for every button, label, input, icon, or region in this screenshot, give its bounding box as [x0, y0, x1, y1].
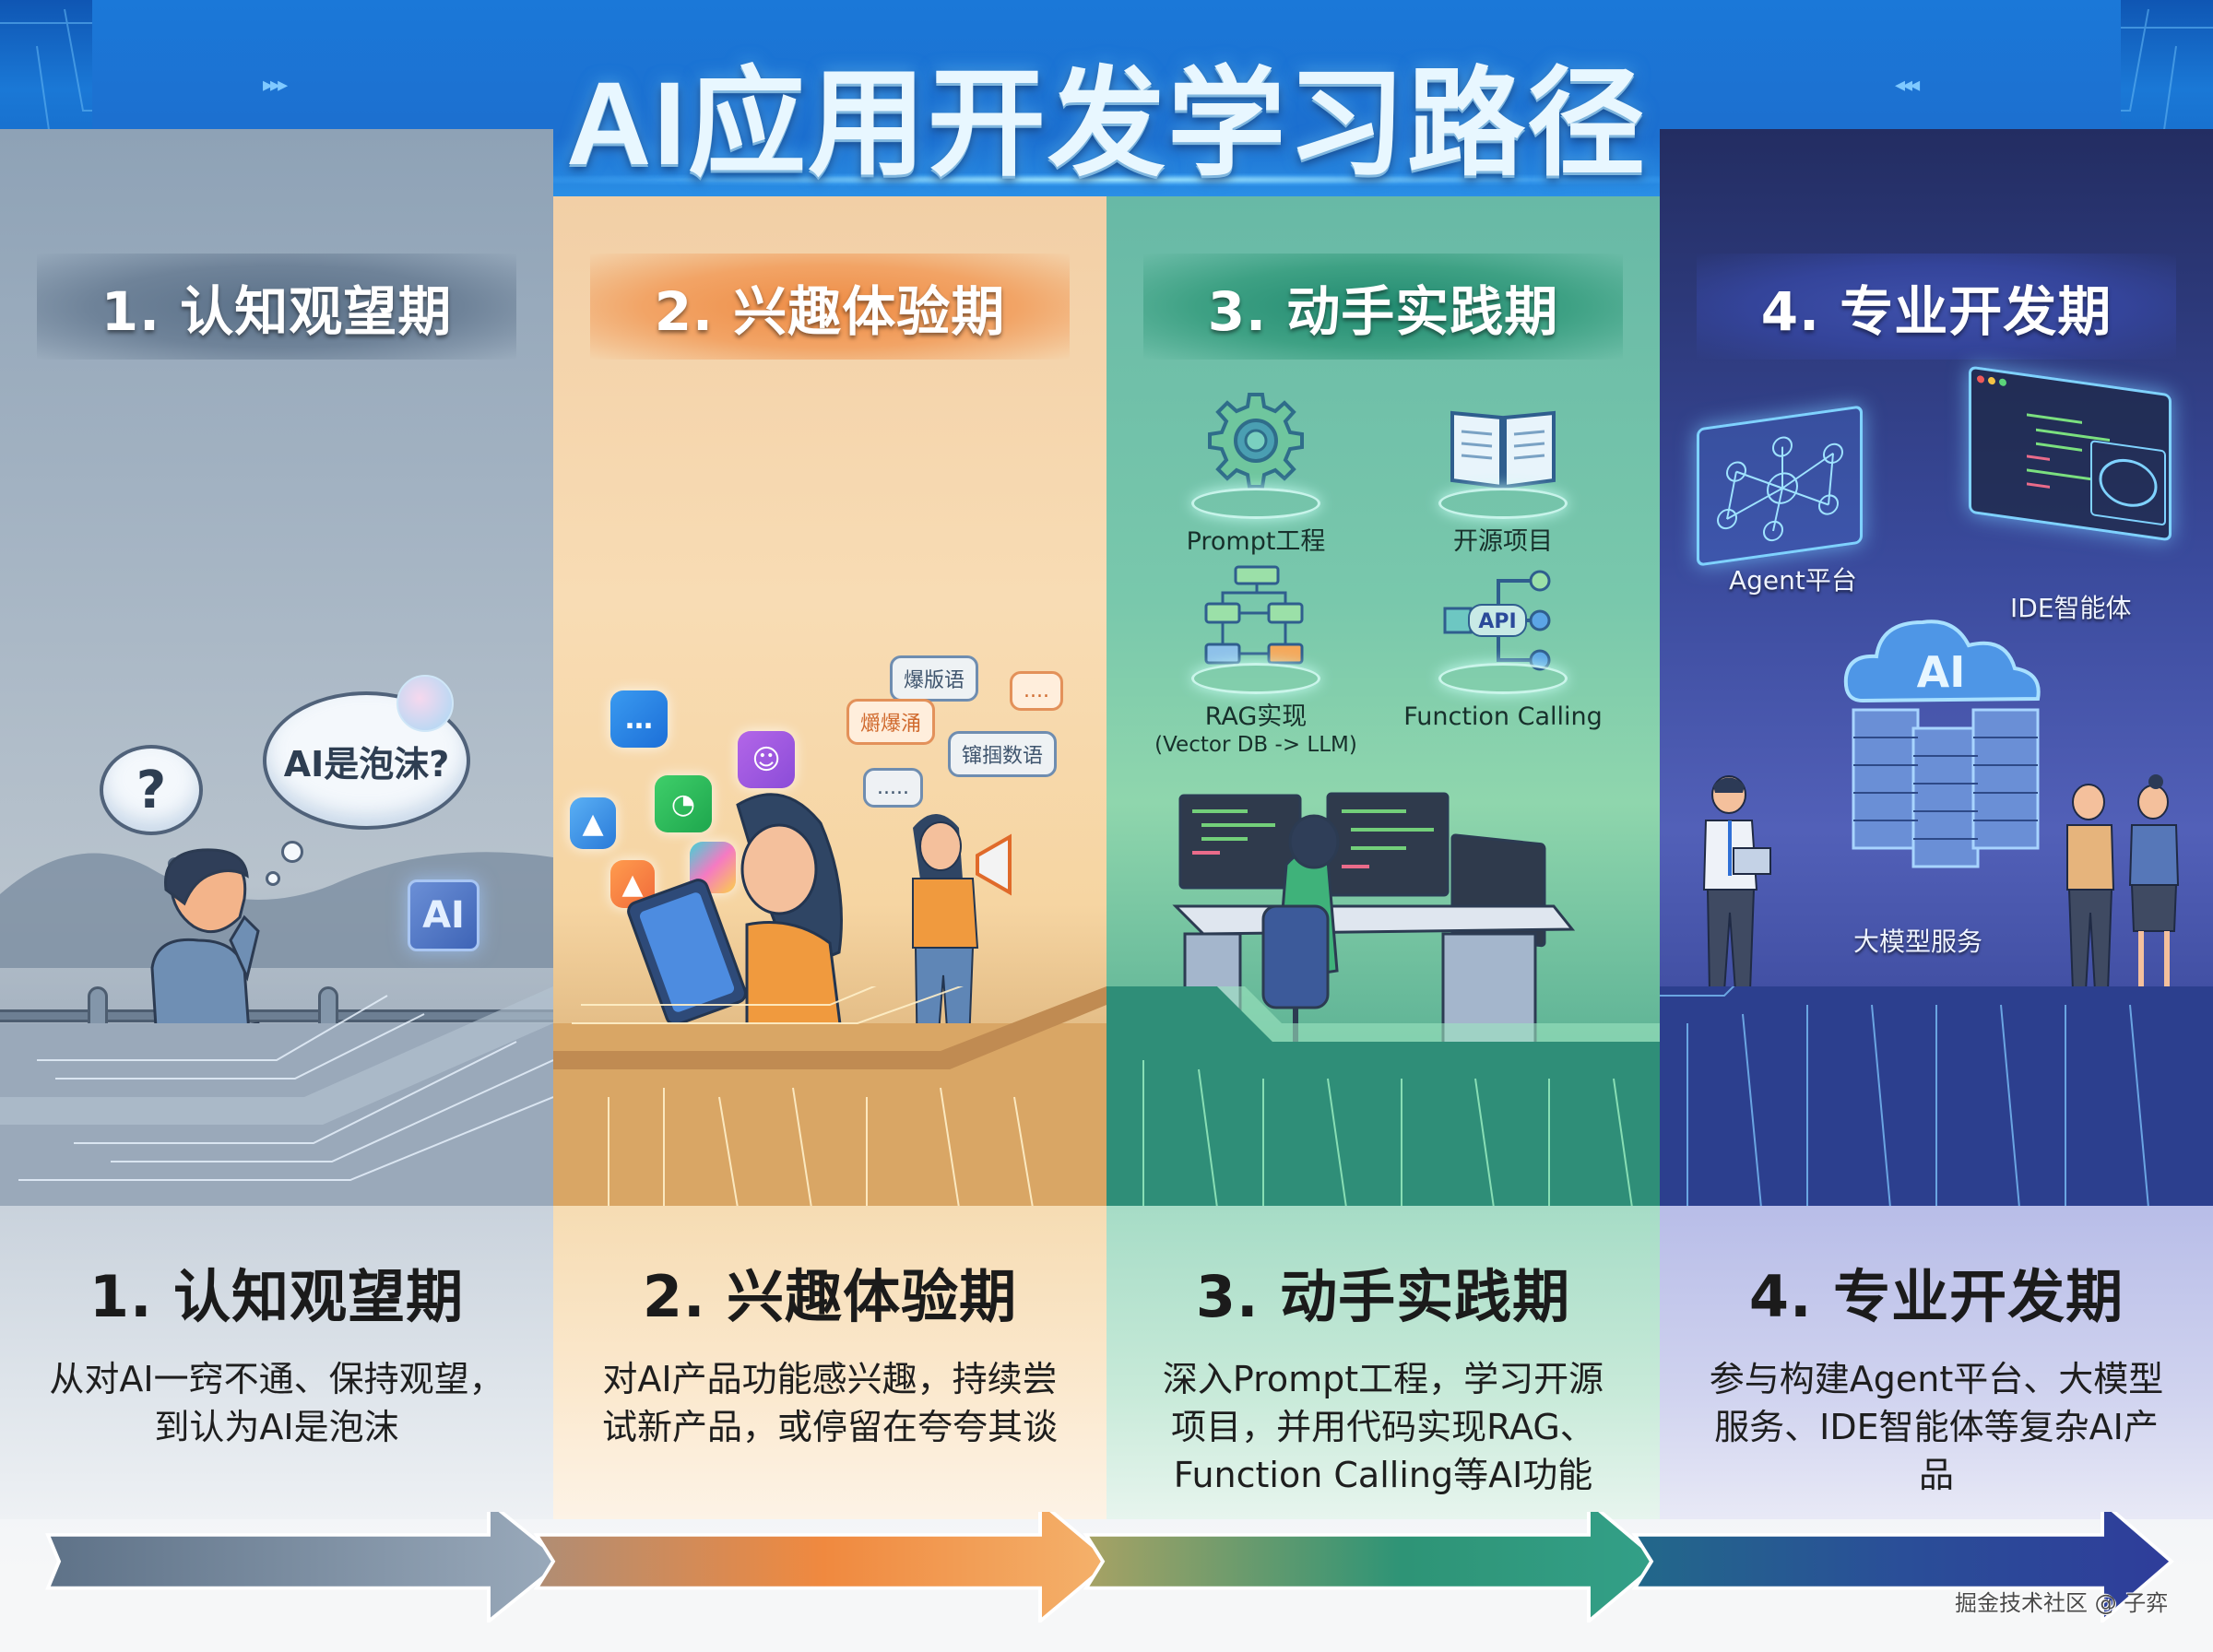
stage-3-description: 深入Prompt工程，学习开源项目，并用代码实现RAG、Function Cal…: [1162, 1359, 1604, 1495]
stage-4-caption: 4. 专业开发期 参与构建Agent平台、大模型服务、IDE智能体等复杂AI产品: [1660, 1206, 2213, 1519]
ide-code-icon: [1977, 375, 2166, 525]
tool-rag: RAG实现 (Vector DB -> LLM): [1136, 565, 1376, 757]
stage-4-arrow: [1631, 1512, 2174, 1622]
thought-text: AI是泡沫?: [283, 743, 450, 785]
svg-text:API: API: [1478, 610, 1516, 633]
stage-2-panel: 2. 兴趣体验期 … ☺ ◔ ▲ ▲ 爆版语 .... 爝爆涌 镩掴数语 ...…: [553, 196, 1106, 1208]
speech-bubble: 镩掴数语: [948, 731, 1058, 777]
stage-1-caption: 1. 认知观望期 从对AI一窍不通、保持观望，到认为AI是泡沫: [0, 1206, 553, 1519]
title-glow: [479, 173, 1734, 186]
stage-captions: 1. 认知观望期 从对AI一窍不通、保持观望，到认为AI是泡沫 2. 兴趣体验期…: [0, 1206, 2213, 1519]
tool-function-calling: API Function Calling: [1383, 565, 1623, 733]
network-graph-icon: [1717, 436, 1843, 542]
presenter-man-figure: [1702, 775, 1771, 992]
tool-prompt: Prompt工程: [1136, 390, 1376, 558]
stage-4-description: 参与构建Agent平台、大模型服务、IDE智能体等复杂AI产品: [1709, 1359, 2164, 1495]
tool-label: Function Calling: [1403, 702, 1603, 731]
stage-3-caption: 3. 动手实践期 深入Prompt工程，学习开源项目，并用代码实现RAG、Fun…: [1106, 1206, 1660, 1519]
agent-network-panel: [1697, 405, 1863, 567]
circuit-floor: [0, 986, 553, 1208]
stage-4-title: 4. 专业开发期: [1748, 1263, 2124, 1330]
tool-label: 开源项目: [1453, 527, 1553, 556]
stage-3-panel: 3. 动手实践期 Prompt工程 开源项目: [1106, 196, 1660, 1208]
thought-dot: [266, 871, 280, 886]
stage-2-banner: 2. 兴趣体验期: [590, 254, 1070, 360]
speech-bubble: 爆版语: [890, 655, 979, 702]
speech-bubble: .....: [863, 768, 923, 808]
stage-2-title: 2. 兴趣体验期: [642, 1263, 1018, 1330]
thought-dot: [281, 841, 303, 863]
question-mark-icon: ?: [136, 760, 167, 820]
stage-4-banner: 4. 专业开发期: [1697, 254, 2176, 360]
api-icon: API: [1443, 570, 1551, 671]
circuit-floor: [553, 986, 1106, 1208]
glow-halo: [1438, 488, 1568, 519]
chevron-left-icon: ◂◂◂: [1895, 74, 1920, 97]
ide-agent-label: IDE智能体: [2010, 593, 2132, 623]
brain-panel: [2090, 440, 2166, 525]
stage-2-description: 对AI产品功能感兴趣，持续尝试新产品，或停留在夸夸其谈: [601, 1359, 1058, 1447]
gallery-app-icon: ▲: [570, 797, 616, 849]
progress-arrows: [45, 1512, 2174, 1622]
stage-3-arrow: [1083, 1512, 1663, 1622]
speech-bubble: ....: [1010, 671, 1063, 711]
glow-halo: [1438, 663, 1568, 694]
flowchart-icon: [1204, 565, 1304, 665]
stage-2-arrow: [533, 1512, 1114, 1622]
bubble-thought-cloud: AI是泡沫?: [263, 691, 470, 830]
stage-1-arrow: [45, 1512, 565, 1622]
stage-1-description: 从对AI一窍不通、保持观望，到认为AI是泡沫: [49, 1359, 504, 1447]
ai-chip-icon: AI: [408, 879, 479, 951]
gear-icon: [1208, 393, 1304, 489]
watermark: 掘金技术社区 @ 子弈: [1955, 1590, 2169, 1616]
wechat-app-icon: ◔: [655, 775, 712, 832]
tool-label: RAG实现: [1204, 702, 1308, 731]
glow-halo: [1191, 488, 1320, 519]
model-service-label: 大模型服务: [1853, 926, 1983, 957]
brain-icon: [2099, 458, 2158, 507]
robot-app-icon: ☺: [738, 731, 795, 788]
tool-sublabel: (Vector DB -> LLM): [1154, 732, 1357, 757]
ide-panel: [1969, 365, 2172, 542]
stage-2-caption: 2. 兴趣体验期 对AI产品功能感兴趣，持续尝试新产品，或停留在夸夸其谈: [553, 1206, 1106, 1519]
book-icon: [1450, 410, 1556, 490]
glow-halo: [1191, 663, 1320, 694]
page-title: AI应用开发学习路径: [565, 58, 1647, 190]
chat-app-icon: …: [610, 690, 668, 748]
tool-label: Prompt工程: [1186, 527, 1326, 556]
agent-platform-label: Agent平台: [1729, 565, 1857, 596]
bursting-bubble-icon: [396, 675, 454, 732]
circuit-floor: [1106, 986, 1660, 1208]
stage-3-title: 3. 动手实践期: [1195, 1263, 1571, 1330]
tool-open-source: 开源项目: [1383, 390, 1623, 558]
developer-team-figure: [2066, 774, 2180, 992]
stage-1-banner: 1. 认知观望期: [37, 254, 516, 360]
chevron-right-icon: ▸▸▸: [263, 74, 288, 97]
ai-cloud-server-figure: AI: [1843, 620, 2041, 868]
speech-bubble: 爝爆涌: [846, 699, 936, 745]
stage-4-panel: 4. 专业开发期 Agent平台 IDE智能体 AI: [1660, 129, 2213, 1208]
stage-1-title: 1. 认知观望期: [89, 1263, 465, 1330]
circuit-floor: [1660, 986, 2213, 1208]
question-thought-cloud: ?: [100, 745, 203, 835]
svg-text:AI: AI: [1917, 647, 1966, 697]
stage-1-panel: 1. 认知观望期 ? AI是泡沫? AI: [0, 129, 553, 1208]
stage-3-banner: 3. 动手实践期: [1143, 254, 1623, 360]
